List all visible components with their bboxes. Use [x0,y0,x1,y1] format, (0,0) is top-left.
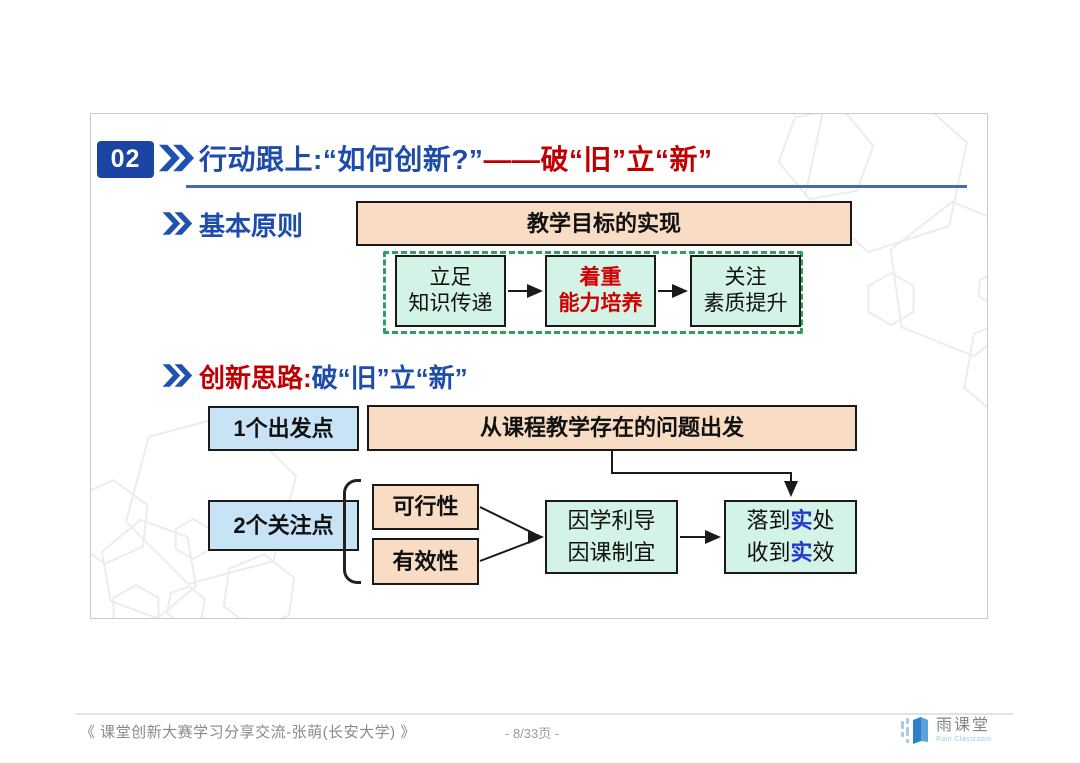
double-chevron-icon [162,364,193,387]
innovation-heading: 创新思路:破“旧”立“新” [199,358,468,395]
method-line: 因学利导 [567,508,656,534]
logo-text-en: Rain Classroom [936,735,992,743]
footer-caption: 《 课堂创新大赛学习分享交流-张萌(长安大学) 》 [80,724,416,741]
step-line: 立足 [429,265,472,289]
innovation-heading-red: 创新思路: [199,363,312,393]
step-box-quality: 关注 素质提升 [690,255,801,327]
result-box: 落到实处 收到实效 [724,500,857,574]
step-line: 知识传递 [408,292,493,315]
rain-classroom-icon [901,717,928,744]
slide-title-red: ——破“旧”立“新” [483,144,713,175]
double-chevron-icon [158,144,195,172]
section-number-badge: 02 [97,141,154,178]
slide-title: 行动跟上:“如何创新?”——破“旧”立“新” [199,138,712,178]
result-line: 落到实处 [746,508,835,534]
step-box-knowledge: 立足 知识传递 [395,255,506,327]
page-indicator: - 8/33页 - [505,726,560,741]
principles-dashed-frame [383,251,803,334]
step-line: 能力培养 [558,292,643,315]
goal-box: 教学目标的实现 [356,201,852,246]
rain-classroom-logo: 雨课堂 Rain Classroom [901,714,991,746]
slide-title-blue: 行动跟上:“如何创新?” [199,144,484,175]
step-line: 着重 [579,265,622,289]
footer-divider [76,713,1013,715]
method-box: 因学利导 因课制宜 [545,500,678,574]
double-chevron-icon [162,212,193,235]
focus-points-label-box: 2个关注点 [208,500,359,551]
innovation-heading-blue: 破“旧”立“新” [311,363,468,393]
principles-heading: 基本原则 [199,211,304,241]
bracket [343,479,361,584]
start-point-value-box: 从课程教学存在的问题出发 [367,405,857,451]
step-line: 素质提升 [703,292,788,315]
feasibility-box: 可行性 [372,484,479,530]
method-line: 因课制宜 [567,540,656,565]
step-line: 关注 [724,265,767,289]
result-line: 收到实效 [746,540,835,565]
step-box-ability: 着重 能力培养 [545,255,656,327]
title-underline [186,185,967,188]
logo-text-cn: 雨课堂 [936,716,991,734]
start-point-label-box: 1个出发点 [208,406,359,451]
effectiveness-box: 有效性 [372,538,479,585]
logo-text: 雨课堂 Rain Classroom [936,716,992,743]
slide-image: 02 行动跟上:“如何创新?”——破“旧”立“新” 基本原则 教学目标的实现 立… [90,113,988,619]
